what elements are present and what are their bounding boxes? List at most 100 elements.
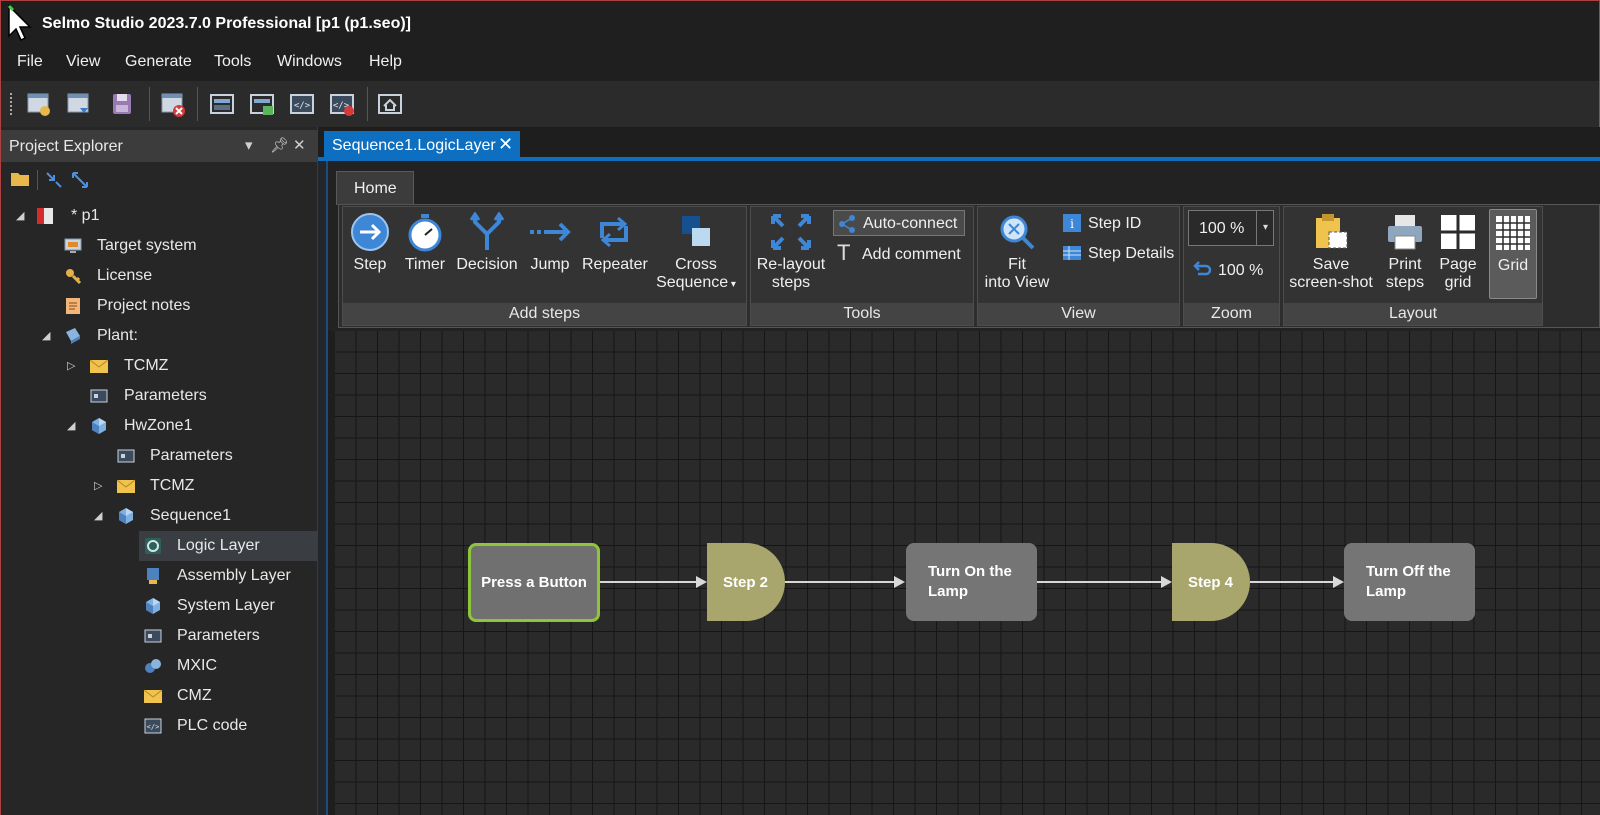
save-screenshot-button[interactable]: Save screen-shot	[1287, 212, 1375, 292]
tree-label: Parameters	[150, 447, 233, 464]
tree-item-mxic[interactable]: MXIC	[1, 651, 318, 681]
close-project-icon[interactable]	[159, 90, 187, 118]
tree-item-project-notes[interactable]: Project notes	[1, 291, 318, 321]
pin-icon[interactable]: 📌︎	[270, 137, 290, 154]
tree-item-sequence1[interactable]: ◢ Sequence1	[1, 501, 318, 531]
add-comment-button[interactable]: T Add comment	[835, 240, 967, 268]
page-grid-button[interactable]: Page grid	[1435, 212, 1481, 292]
decision-node[interactable]: Step 4	[1172, 543, 1250, 621]
open-project-icon[interactable]	[65, 90, 93, 118]
expanded-arrow-icon[interactable]: ◢	[16, 210, 25, 222]
window-layout-icon[interactable]	[208, 90, 236, 118]
connection-arrow	[1250, 576, 1344, 588]
button-label: Step Details	[1088, 245, 1175, 262]
grid-toggle-button[interactable]: Grid	[1489, 209, 1537, 299]
tree-label: Parameters	[177, 627, 260, 644]
tree-item-assembly-layer[interactable]: Assembly Layer	[1, 561, 318, 591]
code-icon[interactable]: </>	[288, 90, 316, 118]
window-add-icon[interactable]	[248, 90, 276, 118]
auto-connect-toggle[interactable]: Auto-connect	[833, 210, 965, 236]
sequence-canvas[interactable]: Press a Button Step 2 Turn On the Lamp S…	[335, 331, 1600, 815]
button-label: Auto-connect	[863, 215, 958, 232]
tree-item-target-system[interactable]: Target system	[1, 231, 318, 261]
tree-item-system-layer[interactable]: System Layer	[1, 591, 318, 621]
expanded-arrow-icon[interactable]: ◢	[94, 510, 103, 522]
tree-item-project[interactable]: ◢ * p1	[1, 201, 318, 231]
tree-item-logic-layer[interactable]: Logic Layer	[139, 531, 318, 561]
expand-all-icon[interactable]	[71, 171, 89, 189]
info-icon: i	[1063, 214, 1081, 232]
button-label: screen-shot	[1289, 274, 1373, 291]
tree-item-plant[interactable]: ◢ Plant:	[1, 321, 318, 351]
tree-label: MXIC	[177, 657, 217, 674]
close-tab-icon[interactable]: ✕	[498, 134, 514, 154]
step-node-start[interactable]: Press a Button	[468, 543, 600, 622]
add-timer-button[interactable]: Timer	[402, 212, 448, 274]
relayout-steps-button[interactable]: Re-layout steps	[754, 212, 828, 292]
add-step-button[interactable]: Step	[348, 212, 392, 274]
page-grid-icon	[1441, 215, 1475, 249]
relayout-icon	[771, 214, 811, 250]
menu-file[interactable]: File	[17, 53, 43, 70]
cross-sequence-dropdown[interactable]: Cross Sequence ▾	[654, 212, 738, 294]
add-jump-button[interactable]: Jump	[527, 212, 573, 274]
fit-into-view-button[interactable]: Fit into View	[982, 212, 1052, 292]
button-label: Repeater	[582, 256, 648, 273]
collapsed-arrow-icon[interactable]: ▷	[67, 360, 76, 372]
tree-label: System Layer	[177, 597, 275, 614]
tree-item-parameters[interactable]: Parameters	[1, 441, 318, 471]
collapse-all-icon[interactable]	[45, 171, 63, 189]
menu-help[interactable]: Help	[369, 53, 402, 70]
tree-label: * p1	[71, 207, 100, 224]
print-steps-button[interactable]: Print steps	[1381, 212, 1429, 292]
tree-item-parameters[interactable]: Parameters	[1, 381, 318, 411]
toolbar-grip[interactable]	[10, 93, 13, 115]
button-label: 100 %	[1218, 262, 1264, 279]
menu-tools[interactable]: Tools	[214, 53, 252, 70]
new-project-icon[interactable]	[25, 90, 53, 118]
tree-label: Project notes	[97, 297, 191, 314]
button-label: Save	[1312, 256, 1350, 273]
menu-generate[interactable]: Generate	[125, 53, 192, 70]
menu-view[interactable]: View	[66, 53, 101, 70]
menu-windows[interactable]: Windows	[277, 53, 342, 70]
svg-text:</>: </>	[294, 101, 311, 111]
tree-item-plc-code[interactable]: </> PLC code	[1, 711, 318, 741]
envelope-icon	[143, 689, 163, 703]
ribbon-tab-home[interactable]: Home	[336, 171, 414, 205]
step-id-toggle[interactable]: i Step ID	[1061, 212, 1173, 236]
home-icon[interactable]	[376, 90, 404, 118]
close-icon[interactable]: ✕	[293, 137, 306, 154]
folder-open-icon[interactable]	[10, 170, 30, 188]
separator	[37, 170, 38, 190]
add-decision-button[interactable]: Decision	[456, 212, 518, 274]
tree-item-hwzone1[interactable]: ◢ HwZone1	[1, 411, 318, 441]
tree-item-license[interactable]: License	[1, 261, 318, 291]
step-details-toggle[interactable]: Step Details	[1061, 242, 1177, 266]
chevron-down-icon[interactable]: ▾	[1256, 211, 1274, 245]
step-node[interactable]: Turn Off the Lamp	[1344, 543, 1475, 621]
assembly-layer-icon	[147, 568, 159, 584]
save-icon[interactable]	[108, 90, 136, 118]
add-repeater-button[interactable]: Repeater	[582, 212, 648, 274]
step-node[interactable]: Turn On the Lamp	[906, 543, 1037, 621]
tree-item-cmz[interactable]: CMZ	[1, 681, 318, 711]
tree-label: Parameters	[124, 387, 207, 404]
button-label: steps	[771, 274, 811, 291]
cube-icon	[146, 598, 160, 614]
tree-item-parameters[interactable]: Parameters	[1, 621, 318, 651]
decision-node[interactable]: Step 2	[707, 543, 785, 621]
expanded-arrow-icon[interactable]: ◢	[67, 420, 76, 432]
parameters-icon	[117, 449, 135, 463]
text-t-icon: T	[837, 240, 851, 265]
button-label: Timer	[404, 256, 446, 273]
tree-item-tcmz[interactable]: ▷ TCMZ	[1, 471, 318, 501]
tab-sequence1-logiclayer[interactable]: Sequence1.LogicLayer ✕	[324, 131, 520, 159]
zoom-combobox[interactable]: 100 % ▾	[1188, 210, 1274, 246]
dropdown-icon[interactable]: ▾	[245, 137, 253, 154]
tree-item-tcmz[interactable]: ▷ TCMZ	[1, 351, 318, 381]
code-remove-icon[interactable]: </>	[328, 90, 356, 118]
collapsed-arrow-icon[interactable]: ▷	[94, 480, 103, 492]
zoom-reset-button[interactable]: 100 %	[1190, 258, 1274, 284]
expanded-arrow-icon[interactable]: ◢	[42, 330, 51, 342]
